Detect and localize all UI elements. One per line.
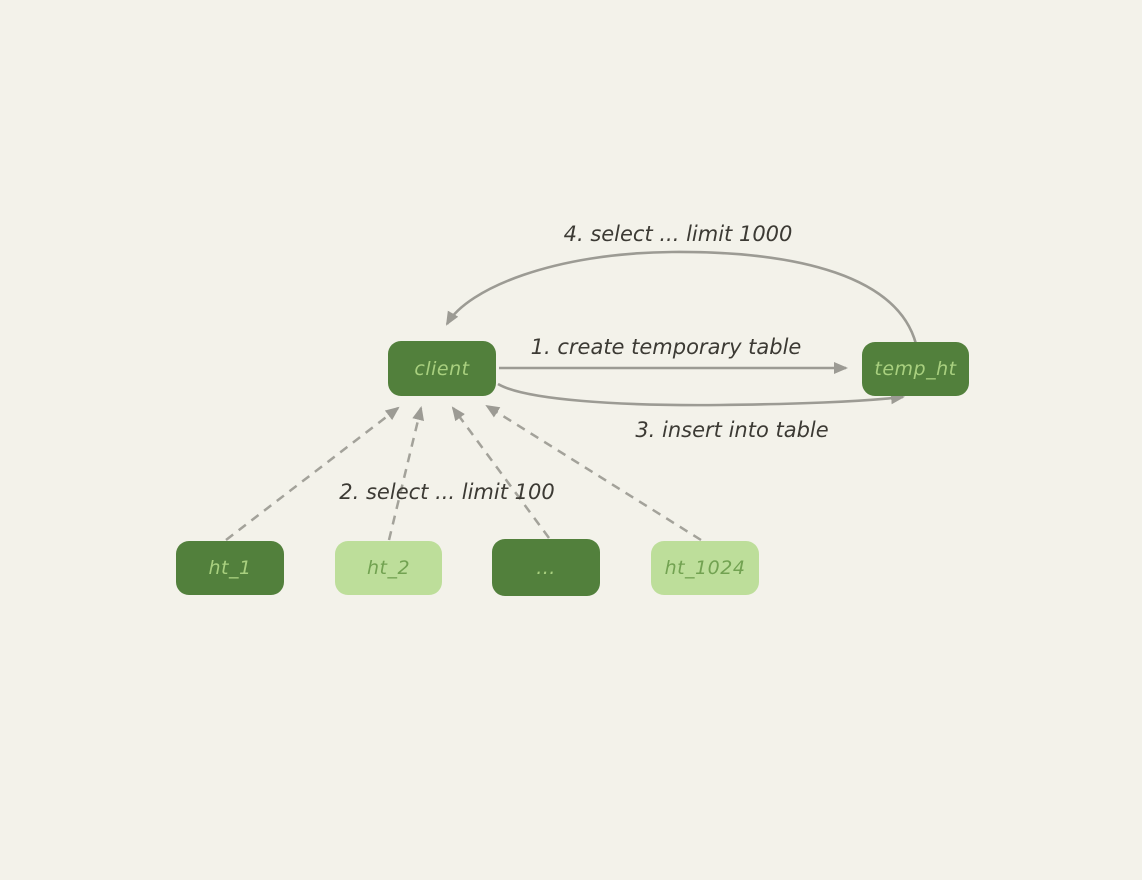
edge-label-select-limit-1000: 4. select ... limit 1000 bbox=[563, 222, 793, 246]
arrow-insert-into-table bbox=[497, 382, 905, 407]
edge-label-create-temporary-table: 1. create temporary table bbox=[530, 335, 802, 359]
node-ht-1024: ht_1024 bbox=[651, 541, 759, 595]
node-ht-1: ht_1 bbox=[176, 541, 284, 595]
arrow-select-limit-1000 bbox=[445, 250, 918, 345]
edge-label-insert-into-table: 3. insert into table bbox=[635, 418, 829, 442]
edge-label-select-limit-100: 2. select ... limit 100 bbox=[339, 480, 555, 504]
node-client: client bbox=[388, 341, 496, 396]
arrow-select-limit-100-dots bbox=[451, 406, 551, 539]
arrow-select-limit-100-ht2 bbox=[387, 406, 425, 541]
node-ellipsis: ... bbox=[492, 539, 600, 596]
node-temp-ht: temp_ht bbox=[862, 342, 969, 396]
arrow-select-limit-100-ht1024 bbox=[485, 404, 702, 542]
node-ht-2: ht_2 bbox=[335, 541, 442, 595]
arrow-select-limit-100-ht1 bbox=[225, 406, 400, 541]
